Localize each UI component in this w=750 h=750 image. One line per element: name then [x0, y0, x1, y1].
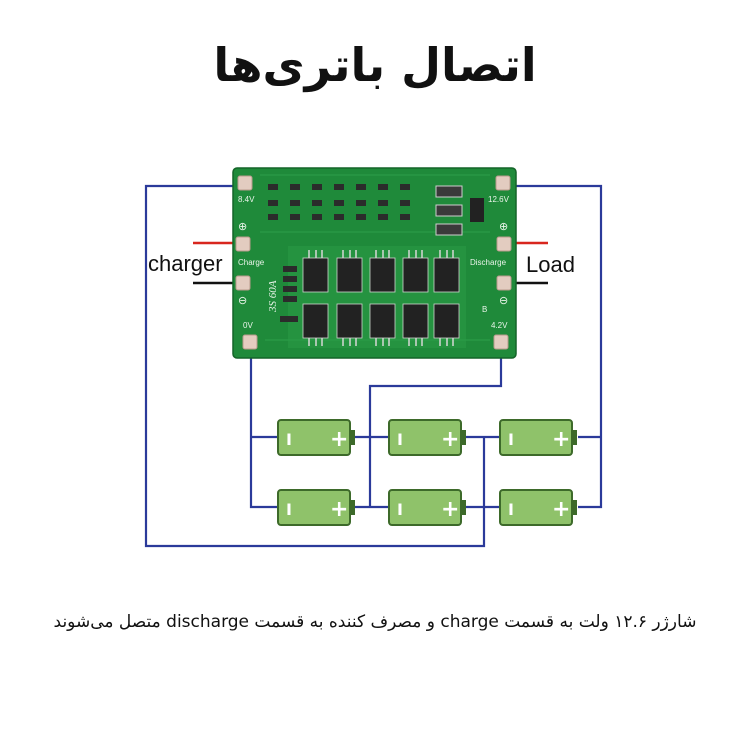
pads	[235, 175, 512, 350]
battery-minus: I	[286, 500, 292, 519]
battery-minus: I	[397, 430, 403, 449]
battery-cell-1: I +	[277, 419, 355, 456]
load-label: Load	[526, 252, 575, 277]
battery-plus: +	[552, 497, 570, 522]
battery-minus: I	[508, 430, 514, 449]
pad-126v-label: 12.6V	[488, 195, 510, 204]
discharge-label: Discharge	[470, 258, 507, 267]
pad-0v-label: 0V	[243, 321, 253, 330]
pad-0v	[242, 334, 258, 350]
board-model-label: 3S 60A	[267, 280, 279, 313]
wire-0v	[249, 343, 278, 509]
shunt-resistors	[435, 185, 484, 236]
battery-plus: +	[330, 427, 348, 452]
discharge-plus-symbol: ⊕	[499, 221, 508, 233]
resistor-array	[268, 184, 410, 220]
pad-charge-minus	[235, 275, 251, 291]
battery-plus: +	[330, 497, 348, 522]
battery-pack: I + I + I + I + I +	[277, 419, 577, 526]
battery-plus: +	[441, 497, 459, 522]
wire-42v	[368, 343, 503, 507]
page-title: اتصال باتری‌ها	[213, 38, 537, 92]
pad-84v	[237, 175, 253, 191]
battery-cell-6: I +	[499, 489, 577, 526]
charge-plus-symbol: ⊕	[238, 221, 247, 233]
charge-minus-symbol: ⊖	[238, 295, 247, 307]
wire-126v	[503, 184, 603, 509]
discharge-minus-symbol: ⊖	[499, 295, 508, 307]
pad-42v	[493, 334, 509, 350]
wire-84v	[144, 184, 486, 548]
battery-plus: +	[552, 427, 570, 452]
wiring	[144, 184, 603, 548]
battery-minus: I	[508, 500, 514, 519]
battery-cell-2: I +	[388, 419, 466, 456]
battery-minus: I	[397, 500, 403, 519]
pad-42v-label: 4.2V	[491, 321, 508, 330]
pad-126v	[495, 175, 511, 191]
pad-charge-plus	[235, 236, 251, 252]
mosfet-row-bottom	[302, 303, 460, 339]
b-label: B	[482, 305, 487, 314]
battery-plus: +	[441, 427, 459, 452]
battery-cell-3: I +	[499, 419, 577, 456]
battery-cell-4: I +	[277, 489, 355, 526]
charge-label: Charge	[238, 258, 265, 267]
charger-label: charger	[148, 251, 223, 276]
pad-84v-label: 8.4V	[238, 195, 255, 204]
pad-discharge-plus	[496, 236, 512, 252]
pad-discharge-minus	[496, 275, 512, 291]
mosfet-row-top	[302, 257, 460, 293]
battery-minus: I	[286, 430, 292, 449]
ic-stack	[280, 266, 298, 322]
bms-board: 3S 60A 8.4V 12.6V Charge Discharge 0V 4.…	[232, 167, 517, 359]
diagram-caption: شارژر ۱۲.۶ ولت به قسمت charge و مصرف کنن…	[53, 612, 697, 632]
battery-cell-5: I +	[388, 489, 466, 526]
